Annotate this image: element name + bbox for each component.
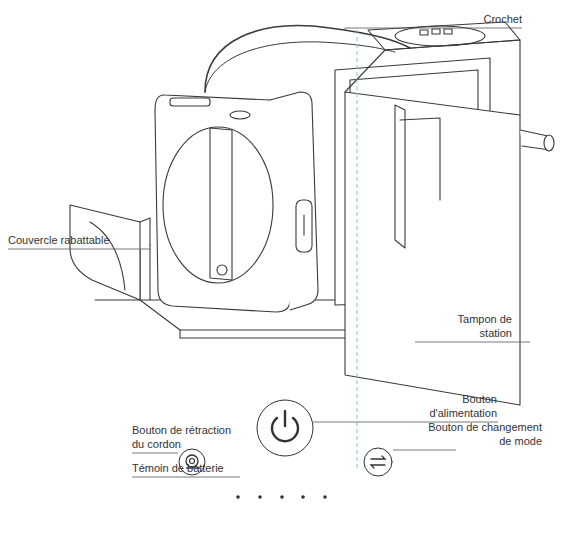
part-label: Couvercle rabattable: [8, 233, 148, 247]
part-label: Bouton de rétraction du cordon: [132, 423, 246, 451]
part-label: Bouton de changement de mode: [418, 420, 542, 448]
part-label: Crochet: [450, 12, 522, 26]
part-label: Témoin de batterie: [132, 461, 252, 475]
part-label: Tampon de station: [440, 312, 512, 340]
part-label: Bouton d'alimentation: [413, 392, 497, 420]
